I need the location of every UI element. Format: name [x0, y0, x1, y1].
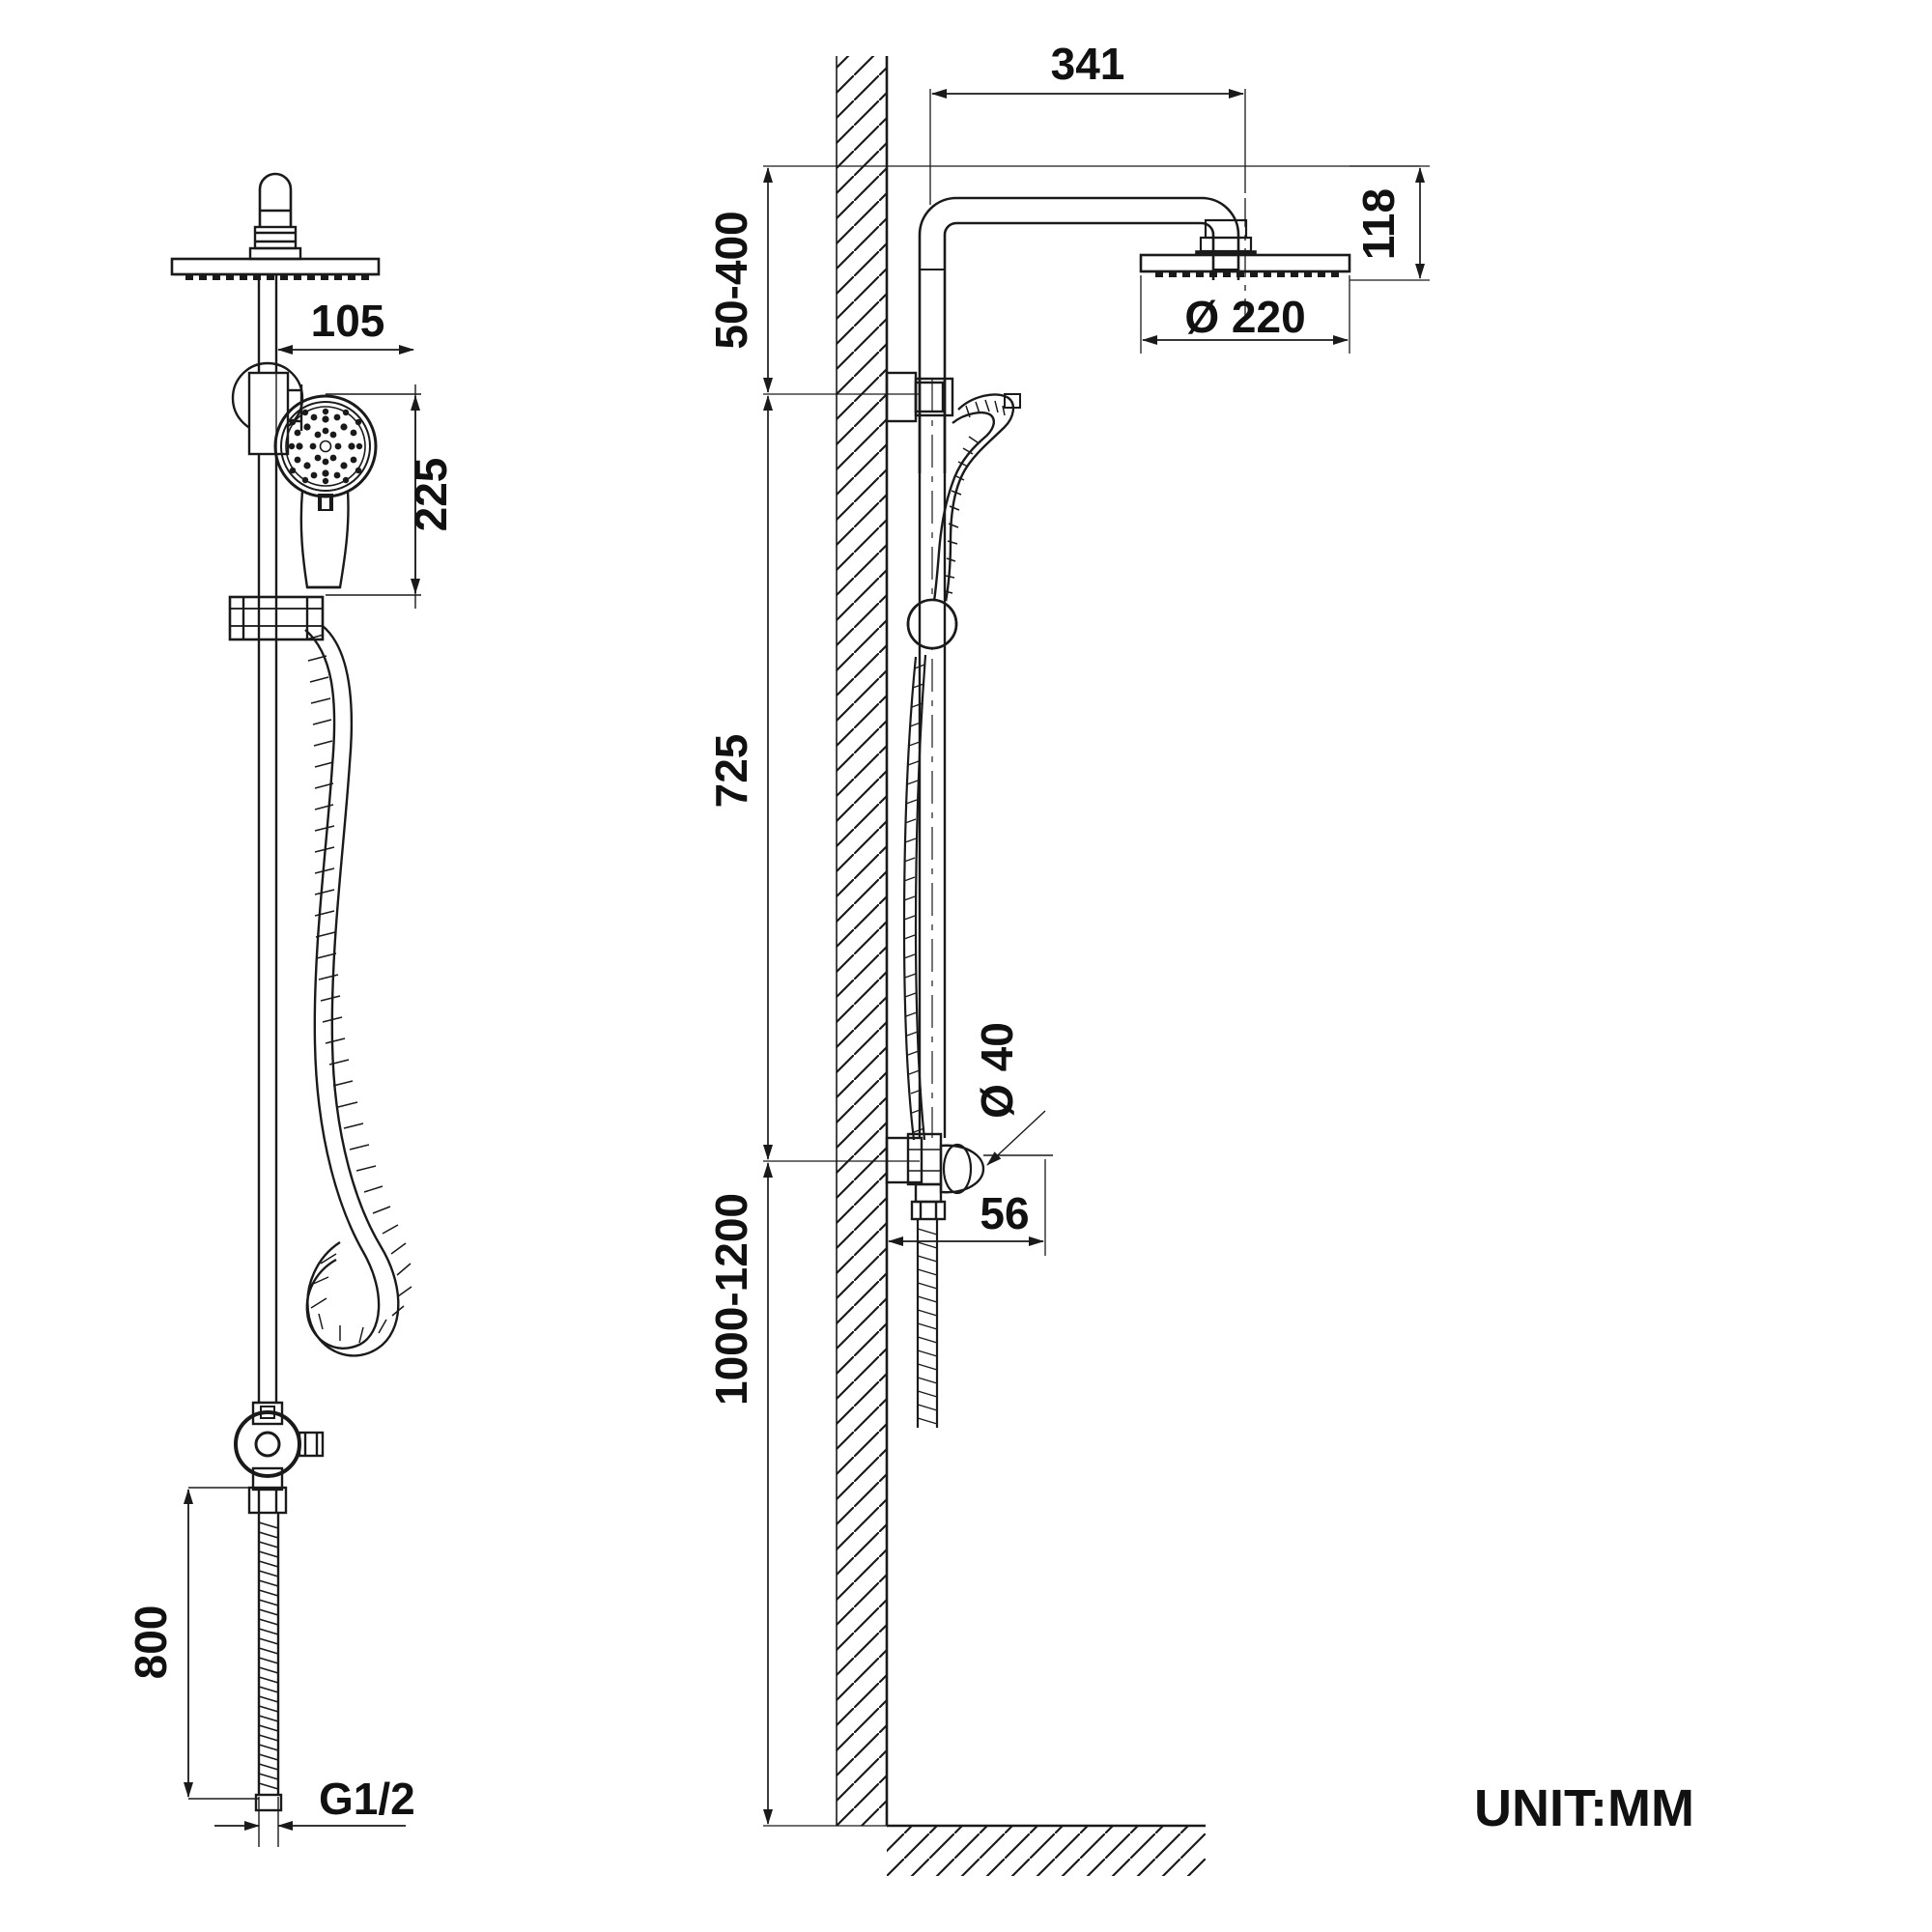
rail-slider-ring-side — [906, 598, 958, 650]
unit-note: UNIT:MM — [1474, 1779, 1694, 1837]
rail-slider-bracket — [228, 595, 325, 641]
riser-rail — [257, 274, 278, 1404]
front-view-dimension-labels: 105 225 800 G1/2 — [126, 296, 456, 1824]
dim-label-341: 341 — [1051, 39, 1125, 89]
lower-diverter-valve-side — [885, 1132, 985, 1221]
upper-wall-bracket — [885, 371, 954, 423]
hand-shower-side — [931, 393, 1021, 610]
inlet-thread-hatching — [258, 1521, 279, 1790]
rain-head-nozzle-row — [185, 274, 369, 280]
bottom-inlet-tube — [254, 1513, 283, 1812]
dim-label-56: 56 — [980, 1188, 1029, 1238]
dim-label-105: 105 — [311, 296, 385, 346]
dim-label-225: 225 — [406, 458, 456, 532]
side-view-dimension-labels: 341 118 Ø 220 50-400 725 1000-1200 Ø 40 … — [706, 39, 1404, 1406]
dim-label-1000-1200: 1000-1200 — [706, 1193, 756, 1406]
front-elevation-view — [170, 172, 412, 1812]
handset-face-ridges — [944, 399, 1006, 594]
overhead-rain-shower-head-side — [1139, 198, 1351, 319]
floor-section — [887, 1824, 1206, 1876]
handset-handle — [299, 490, 350, 589]
dim-label-diameter-40: Ø 40 — [972, 1022, 1022, 1119]
dim-label-50-400: 50-400 — [706, 211, 756, 349]
side-section-view — [836, 56, 1351, 1876]
dim-label-g-half: G1/2 — [319, 1774, 415, 1824]
dim-label-118: 118 — [1353, 188, 1404, 260]
head-connector-nut-side — [1195, 218, 1257, 256]
hand-shower-head-front — [273, 394, 378, 511]
lower-hose-side — [916, 1219, 939, 1428]
dim-label-800: 800 — [126, 1605, 176, 1680]
side-view-dimension-lines — [763, 89, 1430, 1827]
top-riser-stub — [258, 172, 293, 227]
flexible-hose — [304, 625, 412, 1357]
dim-label-725: 725 — [706, 734, 756, 809]
dim-label-diameter-220: Ø 220 — [1184, 292, 1305, 342]
front-view-dimension-lines — [184, 274, 421, 1847]
diverter-valve-body — [234, 1401, 325, 1515]
rain-head-nozzle-row-side — [1155, 271, 1339, 277]
handset-nozzle-pattern — [288, 408, 363, 485]
wall-section — [836, 56, 889, 1826]
flexible-hose-side — [902, 654, 927, 1141]
